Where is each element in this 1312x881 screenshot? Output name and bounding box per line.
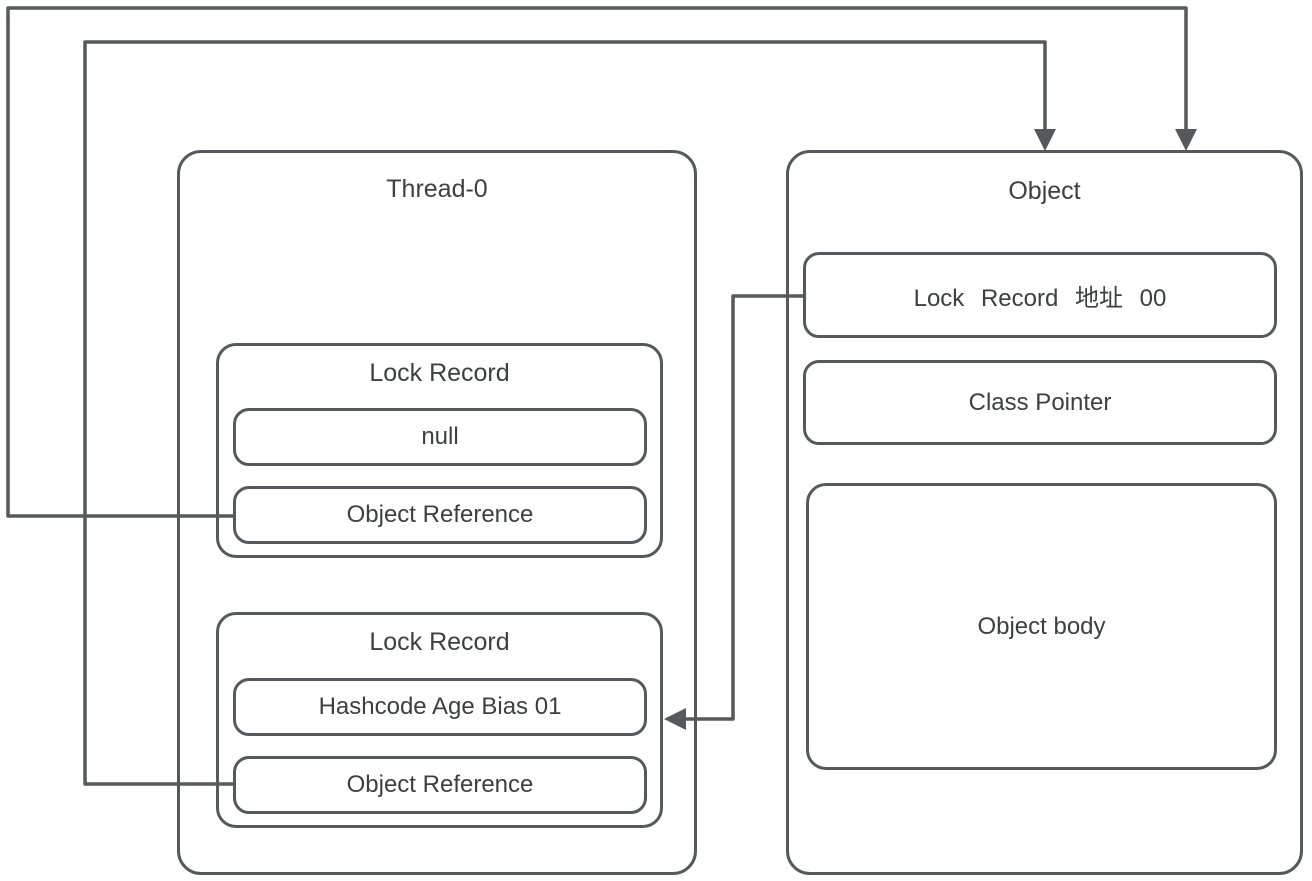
object-title: Object [1008, 177, 1081, 205]
object-body-box: Object body [806, 483, 1277, 770]
lock-record-1-slot-null: null [233, 408, 647, 466]
lock-record-2-slot-object-reference: Object Reference [233, 756, 647, 814]
lock-record-2-slot-hashcode-age-bias: Hashcode Age Bias 01 [233, 678, 647, 736]
connector-objref2-arrowhead-down-icon [1034, 129, 1056, 151]
object-field-class-pointer: Class Pointer [803, 360, 1277, 445]
lock-record-1-slot-object-reference: Object Reference [233, 486, 647, 544]
object-field-lock-record-address: Lock Record 地址 00 [803, 252, 1277, 338]
thread-title: Thread-0 [386, 175, 488, 203]
lock-record-2-title: Lock Record [369, 628, 510, 656]
lock-record-1-title: Lock Record [369, 359, 510, 387]
connector-objref1-arrowhead-down-icon [1175, 129, 1197, 151]
